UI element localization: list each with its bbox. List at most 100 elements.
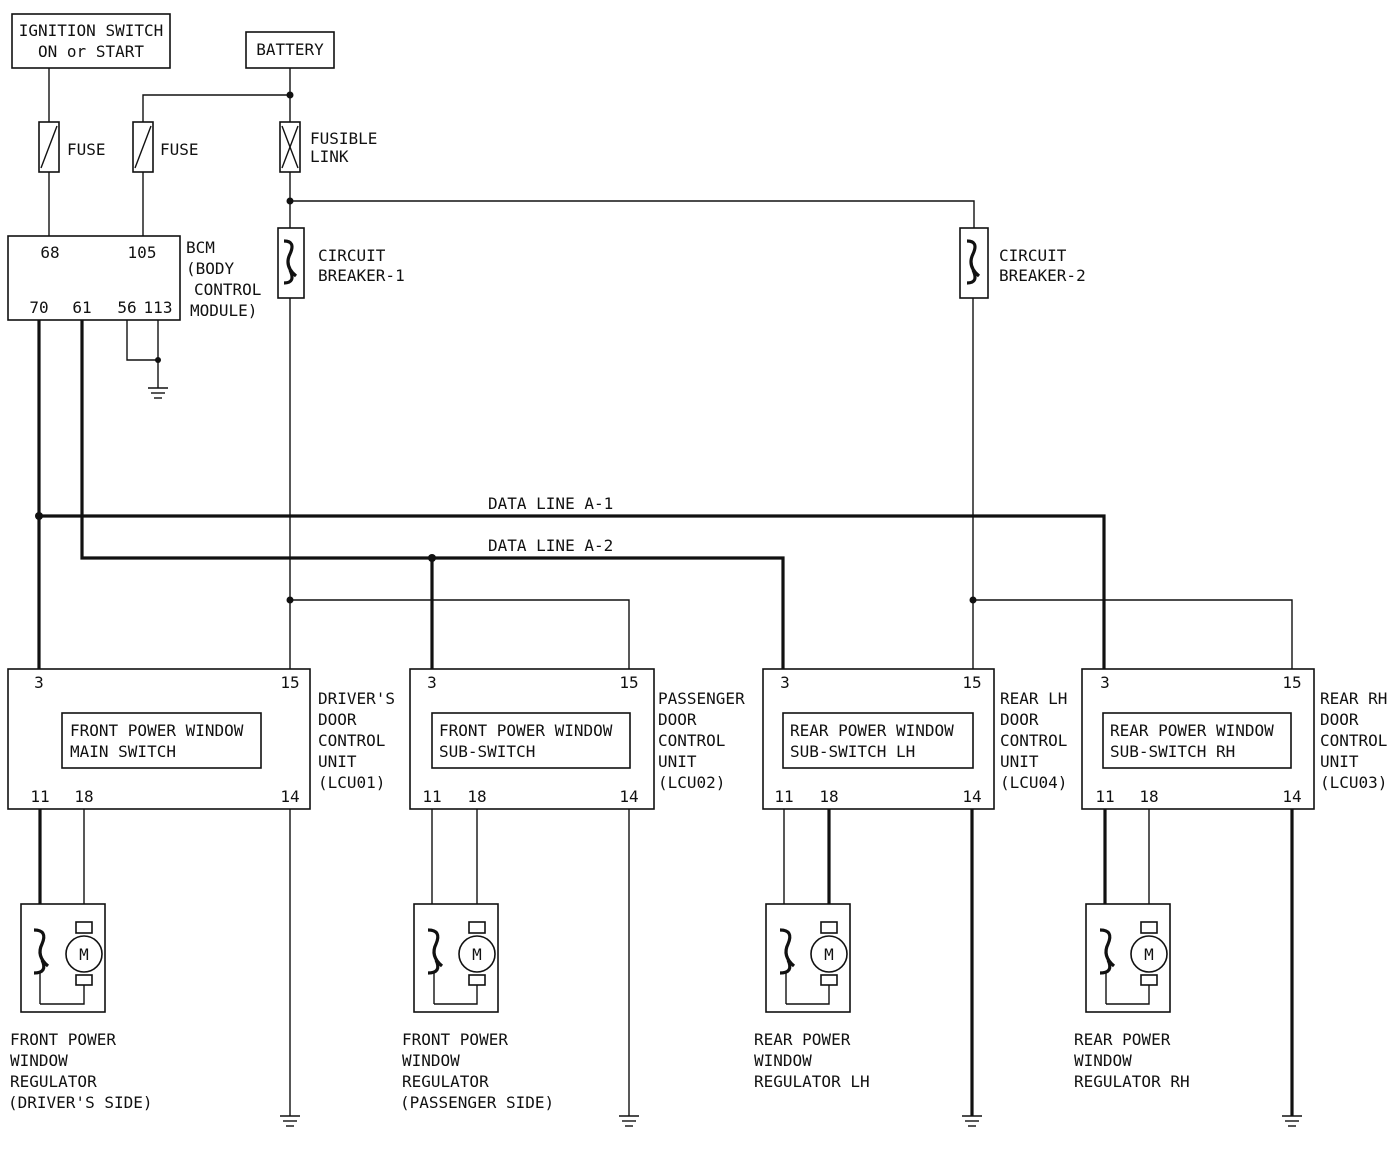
lcu01-switch-label-1: FRONT POWER WINDOW <box>70 721 244 740</box>
regulator-2-label-1: FRONT POWER <box>402 1030 508 1049</box>
lcu02-label-5: (LCU02) <box>658 773 725 792</box>
lcu03-label-2: DOOR <box>1320 710 1359 729</box>
circuit-breaker-1-label-2: BREAKER-1 <box>318 266 405 285</box>
lcu02-label-1: PASSENGER <box>658 689 745 708</box>
fusible-link-label-2: LINK <box>310 147 349 166</box>
lcu02-switch-label-2: SUB-SWITCH <box>439 742 535 761</box>
ground-2-icon <box>619 1115 639 1127</box>
bcm-pin-70: 70 <box>29 298 48 317</box>
ignition-switch-label-1: IGNITION SWITCH <box>19 21 164 40</box>
bcm-pin-68: 68 <box>40 243 59 262</box>
lcu03-pin-3: 3 <box>1100 673 1110 692</box>
regulator-1-motor-icon: M <box>79 945 89 964</box>
lcu04-label-3: CONTROL <box>1000 731 1067 750</box>
lcu03-switch-label-1: REAR POWER WINDOW <box>1110 721 1274 740</box>
lcu01-label-4: UNIT <box>318 752 357 771</box>
regulator-2-label-4: (PASSENGER SIDE) <box>400 1093 554 1112</box>
bcm-label-1: BCM <box>186 238 215 257</box>
regulator-4-label-2: WINDOW <box>1074 1051 1132 1070</box>
lcu01-pin-14: 14 <box>280 787 299 806</box>
bcm-label-3: CONTROL <box>194 280 261 299</box>
lcu02-label-4: UNIT <box>658 752 697 771</box>
bcm-box: 68 105 70 61 56 113 <box>7 235 181 321</box>
circuit-breaker-1-icon <box>277 227 305 299</box>
bcm-label-4: MODULE) <box>190 301 257 320</box>
fusible-link-label-1: FUSIBLE <box>310 129 377 148</box>
lcu04-pin-3: 3 <box>780 673 790 692</box>
lcu04-label-4: UNIT <box>1000 752 1039 771</box>
lcu03-label-5: (LCU03) <box>1320 773 1387 792</box>
lcu01-box: 3 15 11 18 14 FRONT POWER WINDOW MAIN SW… <box>7 668 311 810</box>
data-line-a2-label: DATA LINE A-2 <box>488 536 613 555</box>
lcu01-pin-11: 11 <box>30 787 49 806</box>
lcu02-label-2: DOOR <box>658 710 697 729</box>
lcu01-label-2: DOOR <box>318 710 357 729</box>
bcm-pin-61: 61 <box>72 298 91 317</box>
ground-1-icon <box>280 1115 300 1127</box>
lcu03-pin-15: 15 <box>1282 673 1301 692</box>
ignition-switch-label-2: ON or START <box>38 42 144 61</box>
lcu04-label-2: DOOR <box>1000 710 1039 729</box>
fusible-link-icon <box>279 121 301 173</box>
lcu01-pin-15: 15 <box>280 673 299 692</box>
circuit-breaker-2-icon <box>959 227 989 299</box>
lcu02-pin-14: 14 <box>619 787 638 806</box>
regulator-3-label-1: REAR POWER <box>754 1030 851 1049</box>
lcu02-box: 3 15 11 18 14 FRONT POWER WINDOW SUB-SWI… <box>409 668 655 810</box>
ground-3-icon <box>962 1115 982 1127</box>
regulator-4-label-1: REAR POWER <box>1074 1030 1171 1049</box>
regulator-1-box: M <box>20 903 106 1013</box>
lcu02-switch-label-1: FRONT POWER WINDOW <box>439 721 613 740</box>
regulator-3-label-2: WINDOW <box>754 1051 812 1070</box>
bcm-label-2: (BODY <box>186 259 235 278</box>
lcu01-pin-18: 18 <box>74 787 93 806</box>
regulator-4-box: M <box>1085 903 1171 1013</box>
lcu03-label-1: REAR RH <box>1320 689 1387 708</box>
lcu03-label-3: CONTROL <box>1320 731 1387 750</box>
lcu04-pin-11: 11 <box>774 787 793 806</box>
circuit-breaker-2-label-1: CIRCUIT <box>999 246 1067 265</box>
regulator-3-label-3: REGULATOR LH <box>754 1072 870 1091</box>
lcu01-label-1: DRIVER'S <box>318 689 395 708</box>
lcu01-label-5: (LCU01) <box>318 773 385 792</box>
regulator-1-label-4: (DRIVER'S SIDE) <box>8 1093 153 1112</box>
lcu03-pin-11: 11 <box>1095 787 1114 806</box>
bcm-pin-56: 56 <box>117 298 136 317</box>
fuse-2-icon <box>132 121 154 173</box>
lcu04-pin-15: 15 <box>962 673 981 692</box>
lcu03-switch-label-2: SUB-SWITCH RH <box>1110 742 1235 761</box>
regulator-3-box: M <box>765 903 851 1013</box>
lcu01-switch-label-2: MAIN SWITCH <box>70 742 176 761</box>
battery-box: BATTERY <box>245 31 335 69</box>
fuse-1-label: FUSE <box>67 140 106 159</box>
bcm-pin-113: 113 <box>144 298 173 317</box>
regulator-2-label-2: WINDOW <box>402 1051 460 1070</box>
regulator-3-motor-icon: M <box>824 945 834 964</box>
regulator-2-label-3: REGULATOR <box>402 1072 489 1091</box>
lcu01-label-3: CONTROL <box>318 731 385 750</box>
lcu04-pin-18: 18 <box>819 787 838 806</box>
lcu02-label-3: CONTROL <box>658 731 725 750</box>
regulator-2-motor-icon: M <box>472 945 482 964</box>
regulator-4-motor-icon: M <box>1144 945 1154 964</box>
lcu02-pin-11: 11 <box>422 787 441 806</box>
lcu04-box: 3 15 11 18 14 REAR POWER WINDOW SUB-SWIT… <box>762 668 995 810</box>
lcu03-pin-18: 18 <box>1139 787 1158 806</box>
battery-label: BATTERY <box>256 40 324 59</box>
regulator-1-label-1: FRONT POWER <box>10 1030 116 1049</box>
lcu04-switch-label-2: SUB-SWITCH LH <box>790 742 915 761</box>
lcu03-pin-14: 14 <box>1282 787 1301 806</box>
lcu02-pin-15: 15 <box>619 673 638 692</box>
bcm-ground-icon <box>148 387 168 399</box>
bcm-pin-105: 105 <box>128 243 157 262</box>
lcu03-box: 3 15 11 18 14 REAR POWER WINDOW SUB-SWIT… <box>1081 668 1315 810</box>
lcu02-pin-18: 18 <box>467 787 486 806</box>
lcu01-pin-3: 3 <box>34 673 44 692</box>
lcu04-pin-14: 14 <box>962 787 981 806</box>
circuit-breaker-2-label-2: BREAKER-2 <box>999 266 1086 285</box>
regulator-1-label-2: WINDOW <box>10 1051 68 1070</box>
data-line-a1-label: DATA LINE A-1 <box>488 494 613 513</box>
lcu04-label-1: REAR LH <box>1000 689 1067 708</box>
fuse-1-icon <box>38 121 60 173</box>
